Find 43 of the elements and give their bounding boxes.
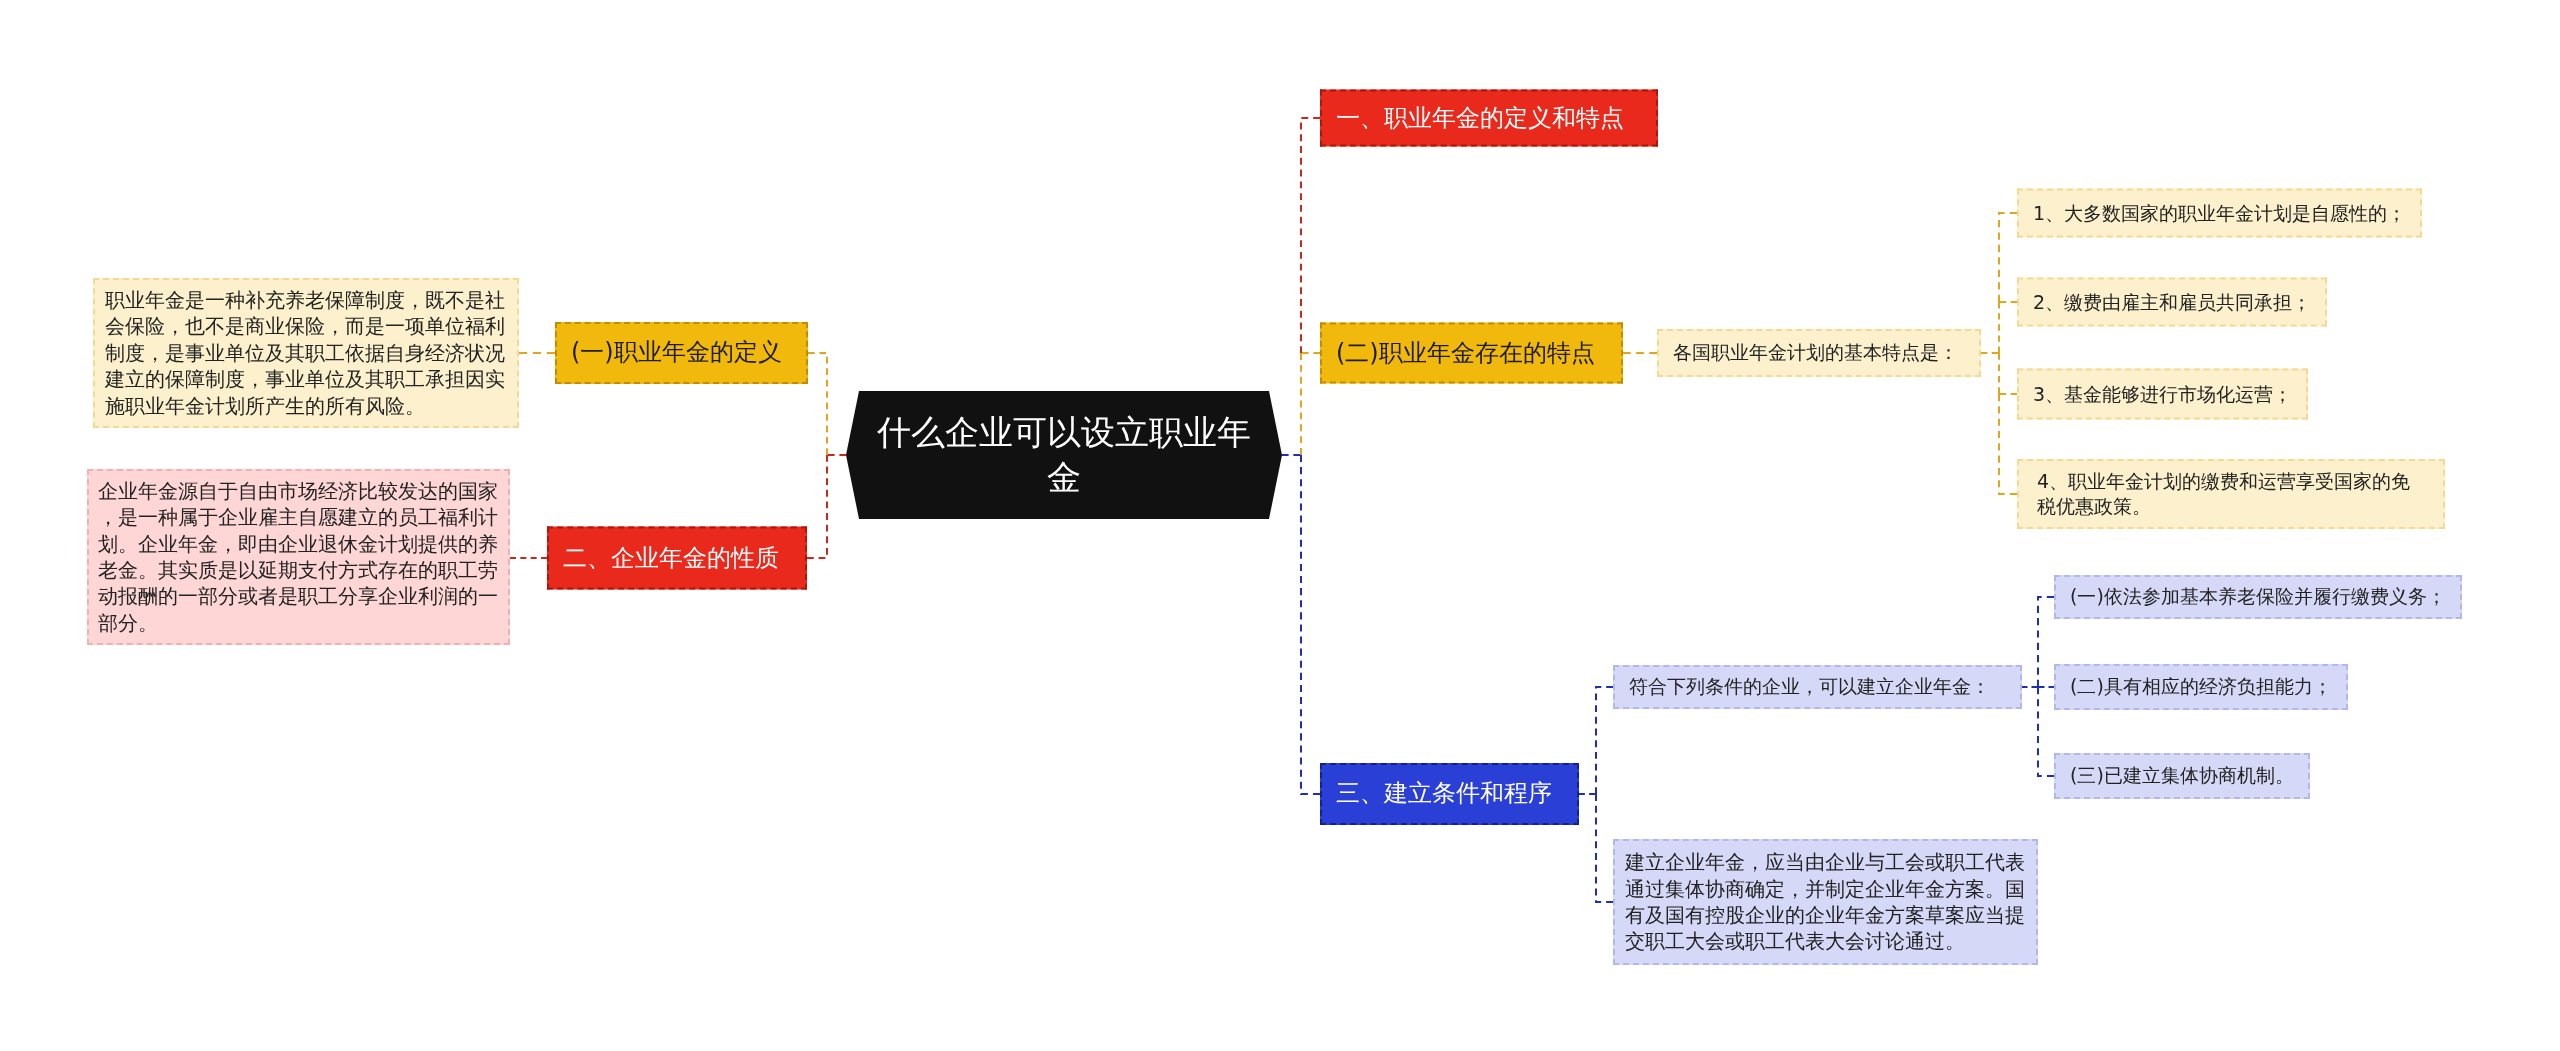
- connector-line: [827, 454, 847, 456]
- branch-topic: 二、企业年金的性质: [547, 526, 807, 590]
- subtopic-card: (二)具有相应的经济负担能力；: [2054, 664, 2348, 710]
- connector-line: [2038, 686, 2055, 688]
- branch-topic: (一)职业年金的定义: [555, 322, 808, 384]
- connector-line: [1281, 454, 1301, 456]
- branch-topic: 三、建立条件和程序: [1320, 763, 1579, 825]
- connector-line: [1980, 352, 1999, 354]
- connector-line: [1998, 212, 2018, 303]
- connector-line: [1300, 454, 1321, 795]
- subtopic-card: 建立企业年金，应当由企业与工会或职工代表通过集体协商确定，并制定企业年金方案。国有及国有控股企业的企业年金方案草案应当提交职工大会或职工代表大会讨论通过。: [1613, 839, 2038, 965]
- subtopic-card: 符合下列条件的企业，可以建立企业年金：: [1613, 665, 2022, 709]
- connector-line: [807, 352, 828, 456]
- connector-line: [1300, 117, 1321, 354]
- connector-line: [1998, 301, 2000, 354]
- connector-line: [1999, 393, 2018, 395]
- connector-line: [1999, 301, 2018, 303]
- branch-topic: (二)职业年金存在的特点: [1320, 322, 1623, 384]
- connector-line: [1595, 793, 1614, 903]
- connector-line: [1998, 393, 2018, 495]
- connector-line: [1578, 793, 1596, 795]
- subtopic-card: (三)已建立集体协商机制。: [2054, 753, 2310, 799]
- connector-line: [1301, 352, 1321, 354]
- subtopic-card: 1、大多数国家的职业年金计划是自愿性的；: [2017, 188, 2423, 238]
- connector-line: [1595, 686, 1614, 795]
- connector-line: [2037, 596, 2055, 688]
- note-card: 企业年金源自于自由市场经济比较发达的国家，是一种属于企业雇主自愿建立的员工福利计划。企业年金，即由企业退休金计划提供的养老金。其实质是以延期支付方式存在的职工劳动报酬的一部分或者是职工分享企业利润的一部分。: [87, 469, 510, 645]
- connector-line: [1300, 352, 1302, 456]
- subtopic-card: 各国职业年金计划的基本特点是：: [1657, 329, 1981, 377]
- connector-line: [2037, 686, 2055, 777]
- branch-topic: 一、职业年金的定义和特点: [1320, 89, 1658, 147]
- connector-line: [806, 454, 828, 559]
- connector-line: [1998, 352, 2000, 395]
- connector-line: [2021, 686, 2038, 688]
- connector-line: [509, 557, 548, 559]
- subtopic-card: 4、职业年金计划的缴费和运营享受国家的免税优惠政策。: [2017, 459, 2445, 529]
- connector-line: [518, 352, 556, 354]
- subtopic-card: (一)依法参加基本养老保险并履行缴费义务；: [2054, 575, 2462, 619]
- subtopic-card: 职业年金是一种补充养老保障制度，既不是社会保险，也不是商业保险，而是一项单位福利制度，是事业单位及其职工依据自身经济状况建立的保障制度，事业单位及其职工承担因实施职业年金计划所产生的所有风险。: [93, 278, 519, 428]
- central-topic: 什么企业可以设立职业年金: [846, 391, 1282, 519]
- subtopic-card: 3、基金能够进行市场化运营；: [2017, 368, 2309, 420]
- subtopic-card: 2、缴费由雇主和雇员共同承担；: [2017, 277, 2328, 327]
- connector-line: [1622, 352, 1658, 354]
